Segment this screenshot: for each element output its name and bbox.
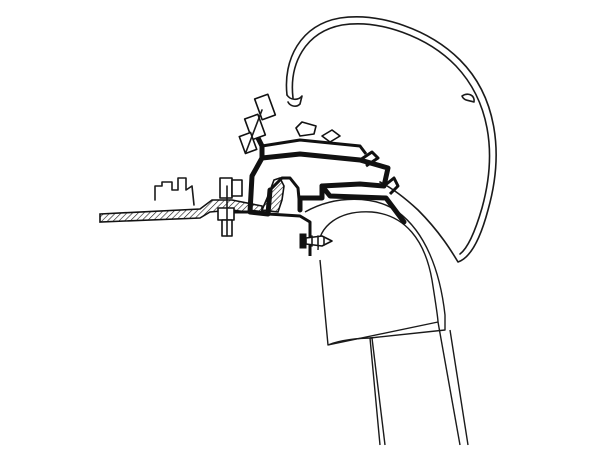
lower-hex-bolt — [217, 177, 243, 237]
rubber-seal — [260, 177, 285, 213]
roof-rail — [154, 177, 195, 206]
awning-case — [285, 16, 497, 263]
vehicle-side-wall — [304, 198, 469, 446]
self-tapping-screw — [299, 233, 333, 249]
upper-hex-bolt — [238, 93, 277, 155]
